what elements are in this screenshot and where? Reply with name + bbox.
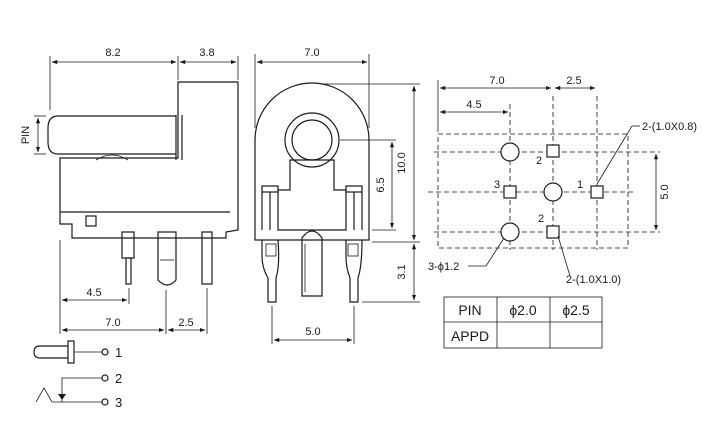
dim-front-pitch: 5.0 — [305, 326, 320, 338]
dim-fp-width: 7.0 — [489, 75, 504, 87]
schematic-pin-3: 3 — [115, 395, 122, 410]
dim-side-top-left: 8.2 — [105, 47, 120, 59]
callout-holes: 3-ϕ1.2 — [428, 261, 459, 273]
front-view: 7.0 10.0 6.5 3.1 5.0 — [254, 47, 420, 344]
pin-label-3: 3 — [494, 179, 500, 191]
table-header-d25: ϕ2.5 — [562, 302, 590, 318]
callout-slot-top: 2-(1.0X0.8) — [642, 121, 697, 133]
dim-front-inner: 6.5 — [375, 177, 387, 192]
dim-side-bottom-mid: 4.5 — [86, 287, 101, 299]
table-header-pin: PIN — [458, 302, 481, 318]
table-header-d20: ϕ2.0 — [509, 302, 537, 318]
dim-fp-height: 5.0 — [659, 184, 671, 199]
dim-fp-half: 4.5 — [466, 99, 481, 111]
dim-side-bottom-total: 7.0 — [105, 317, 120, 329]
pin-label-2-bottom: 2 — [538, 213, 544, 225]
dim-side-top-right: 3.8 — [199, 47, 214, 59]
pcb-footprint: 7.0 2.5 4.5 5.0 2 3 1 2 2-(1.0X0.8) 3-ϕ1… — [428, 75, 697, 286]
schematic-pin-1: 1 — [115, 345, 122, 360]
side-view: 8.2 3.8 PIN 4.5 7.0 2.5 — [20, 47, 239, 334]
callout-slot-bottom: 2-(1.0X1.0) — [566, 274, 621, 286]
table-row-label: APPD — [451, 328, 489, 344]
schematic-symbol: 1 2 3 — [33, 340, 122, 410]
pin-label-1: 1 — [577, 179, 583, 191]
dim-front-lead: 3.1 — [396, 264, 408, 279]
pin-table: PIN ϕ2.0 ϕ2.5 APPD — [443, 296, 603, 349]
pin-label-2-top: 2 — [536, 155, 542, 167]
dim-front-height: 10.0 — [396, 152, 408, 173]
dim-side-bottom-right: 2.5 — [178, 317, 193, 329]
dim-front-width: 7.0 — [304, 47, 319, 59]
dim-fp-offset: 2.5 — [566, 75, 581, 87]
schematic-pin-2: 2 — [115, 371, 122, 386]
dim-pin-label: PIN — [20, 126, 32, 144]
